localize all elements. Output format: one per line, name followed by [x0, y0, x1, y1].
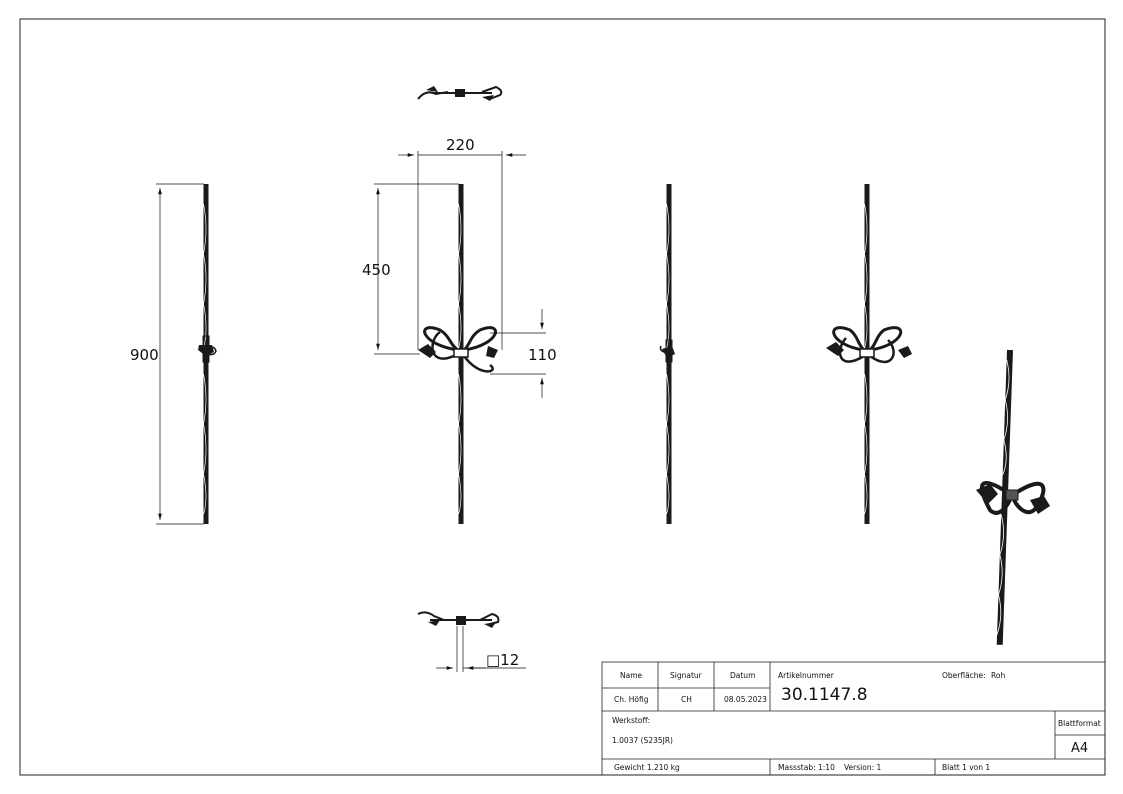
dimension-110: 110: [490, 309, 557, 398]
dimension-450-label: 450: [362, 261, 391, 279]
bottom-view: [417, 611, 500, 628]
title-block-header-signature: Signatur: [670, 671, 703, 680]
dimension-110-label: 110: [528, 346, 557, 364]
dimension-450: 450: [362, 183, 459, 355]
title-block-header-name: Name: [620, 671, 643, 680]
surface-value: Roh: [991, 671, 1005, 680]
surface-label: Oberfläche:: [942, 671, 986, 680]
title-block-value-signature: CH: [681, 695, 692, 704]
dimension-900-label: 900: [130, 346, 159, 364]
article-number: 30.1147.8: [781, 685, 868, 705]
sheet-format-label: Blattformat: [1058, 719, 1101, 728]
title-block-value-name: Ch. Höfig: [614, 695, 649, 704]
weight-text: Gewicht 1.210 kg: [614, 763, 680, 772]
dimension-900: 900: [130, 183, 204, 525]
sheet-format-value: A4: [1071, 741, 1088, 756]
side-view-left: [198, 183, 217, 525]
title-block-header-date: Datum: [730, 671, 755, 680]
top-view: [417, 85, 503, 101]
dimension-square-12: □12: [436, 626, 526, 672]
material-value: 1.0037 (S235JR): [612, 736, 673, 745]
isometric-view: [976, 349, 1050, 645]
side-view-right: [659, 183, 675, 525]
title-block: [601, 661, 1106, 776]
version-text: Version: 1: [844, 763, 881, 772]
front-view-main: [418, 183, 498, 525]
back-view: [826, 183, 912, 525]
scale-text: Massstab: 1:10: [778, 763, 835, 772]
dimension-square-12-label: □12: [486, 651, 519, 669]
sheet-count-text: Blatt 1 von 1: [942, 763, 990, 772]
sheet-border: [19, 18, 1106, 776]
article-number-label: Artikelnummer: [778, 671, 835, 680]
material-label: Werkstoff:: [612, 716, 650, 725]
dimension-220-label: 220: [446, 136, 475, 154]
title-block-value-date: 08.05.2023: [724, 695, 767, 704]
